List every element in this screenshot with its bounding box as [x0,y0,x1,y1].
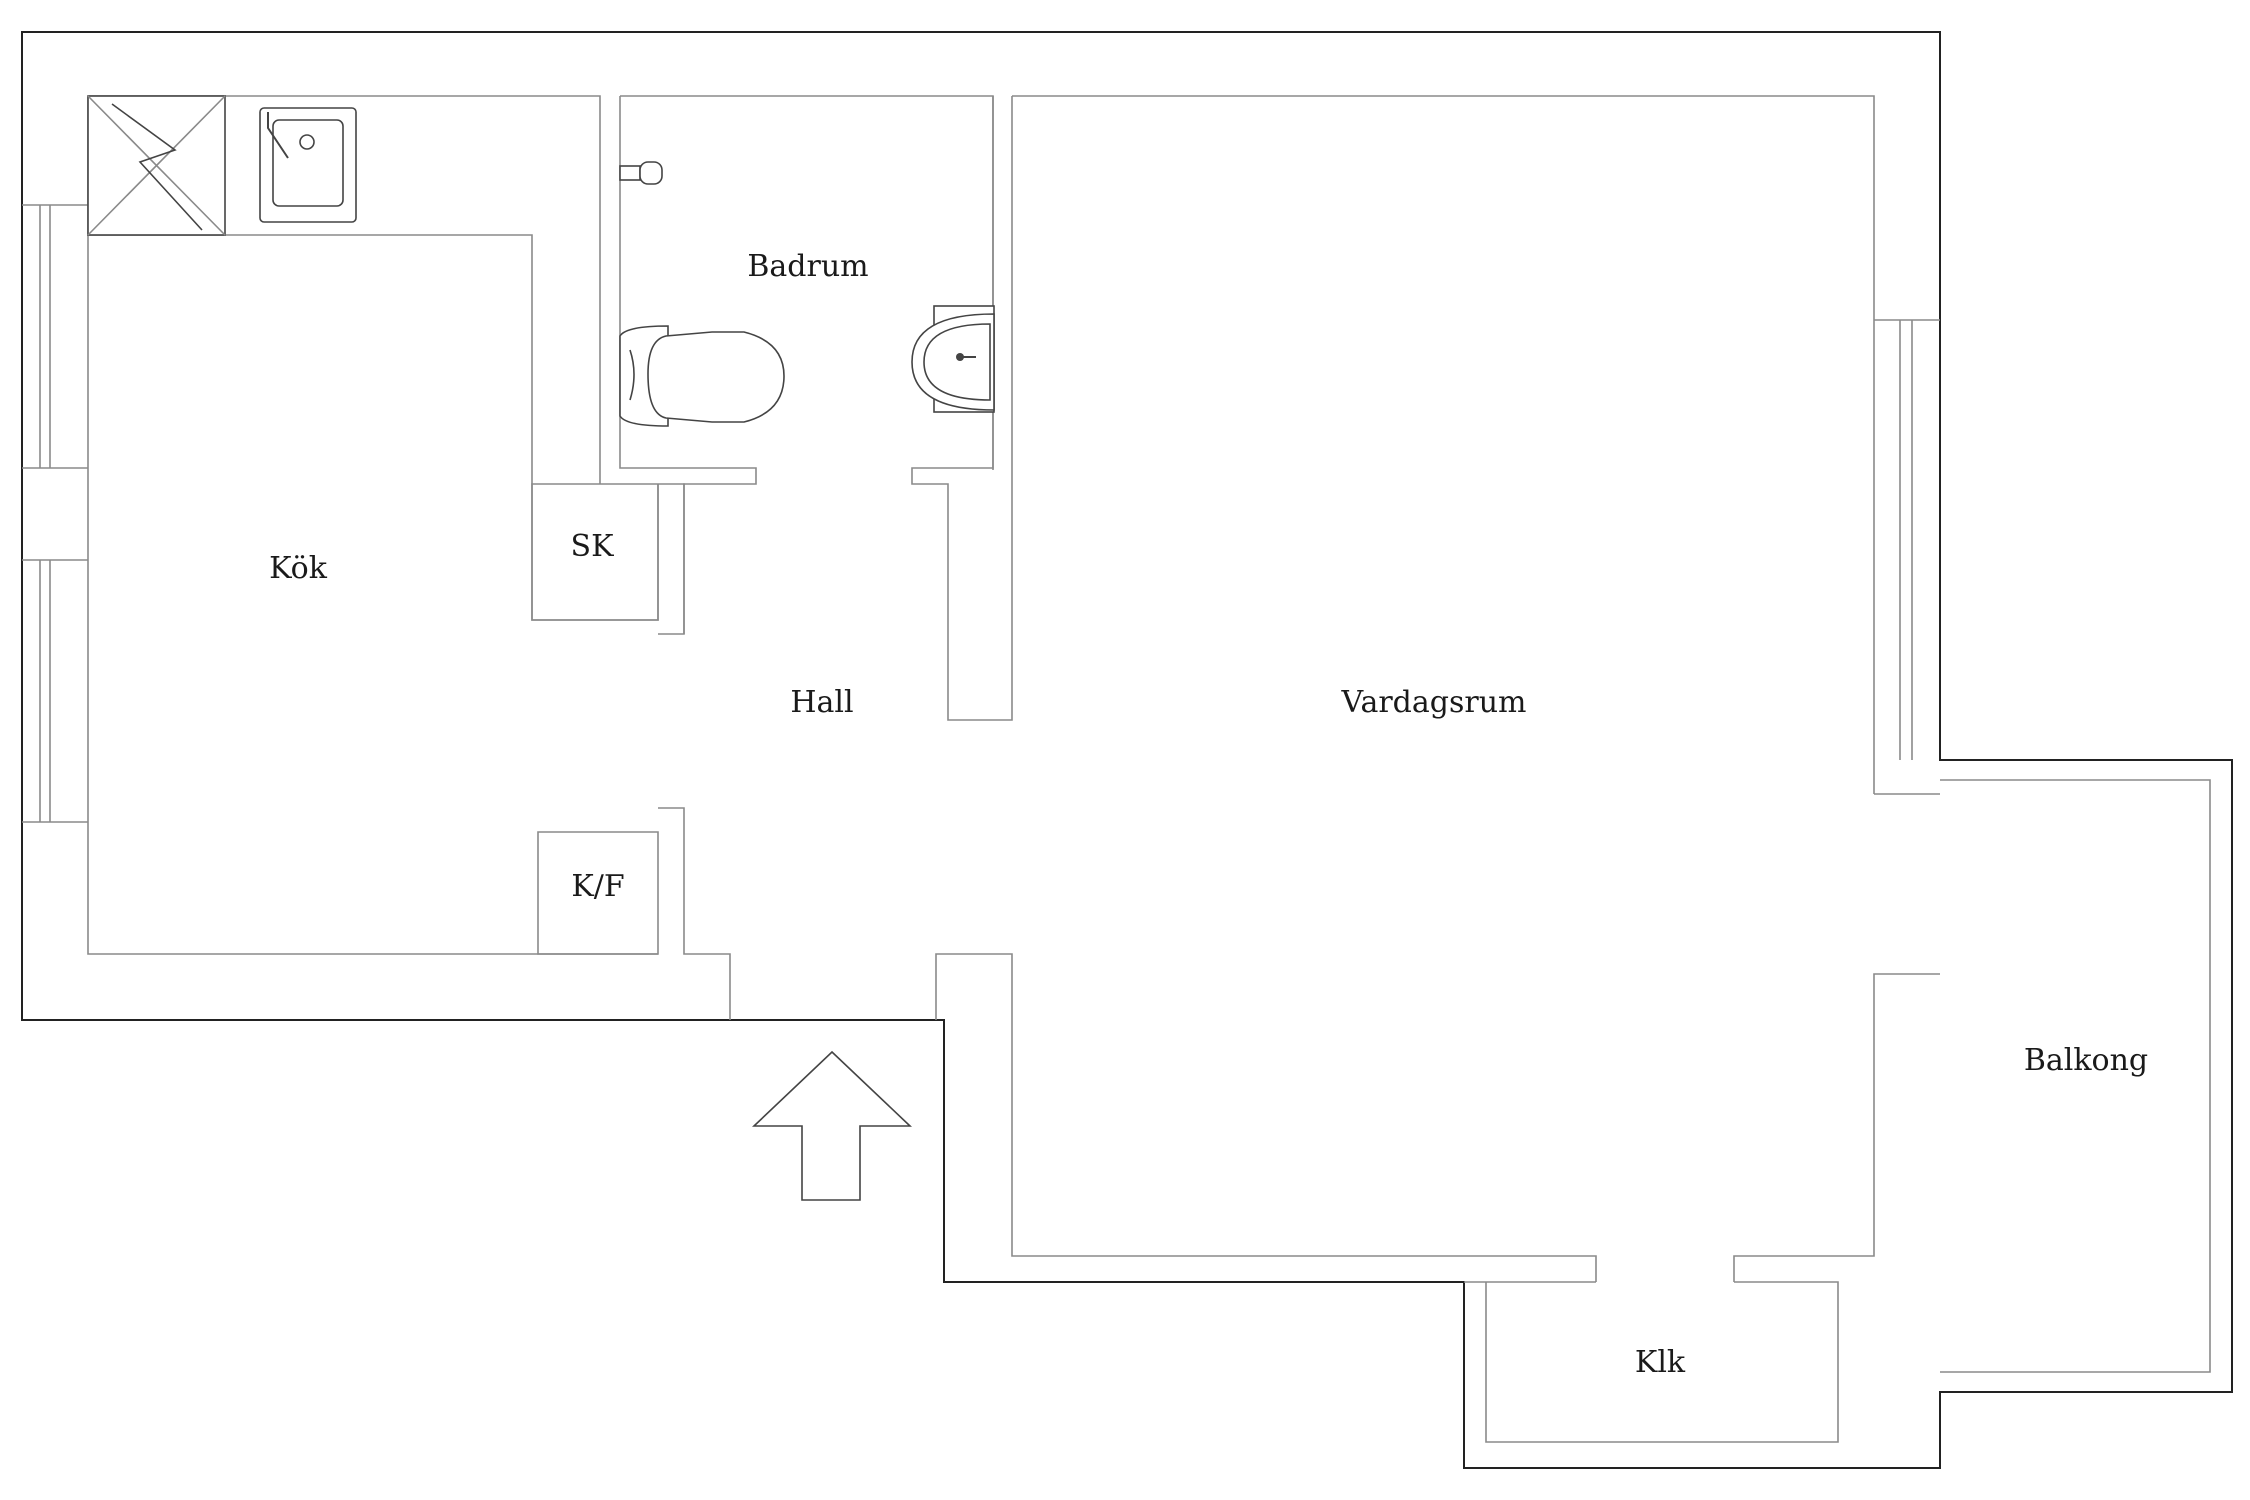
tap-icon [619,161,663,185]
label-walk-in-closet: Klk [1635,1345,1686,1380]
entrance-arrow-icon [751,1050,913,1201]
balcony [1940,779,2211,1373]
walk-in-closet [1464,1281,1839,1443]
label-closet-sk: SK [571,529,615,564]
bathroom-sink-icon [911,305,995,413]
living-room-walls [935,953,1940,1282]
label-balcony: Balkong [2024,1043,2148,1078]
label-kitchen: Kök [269,551,328,586]
label-hall: Hall [790,685,853,720]
living-room-windows [1873,319,1940,795]
stove-icon [87,95,226,236]
toilet-icon [619,325,785,427]
kitchen-windows [22,204,88,823]
fridge-freezer [537,807,731,1020]
label-bathroom: Badrum [747,249,868,284]
label-living-room: Vardagsrum [1341,685,1527,720]
label-fridge-freezer: K/F [571,869,624,904]
kitchen-sink-icon [259,107,357,223]
